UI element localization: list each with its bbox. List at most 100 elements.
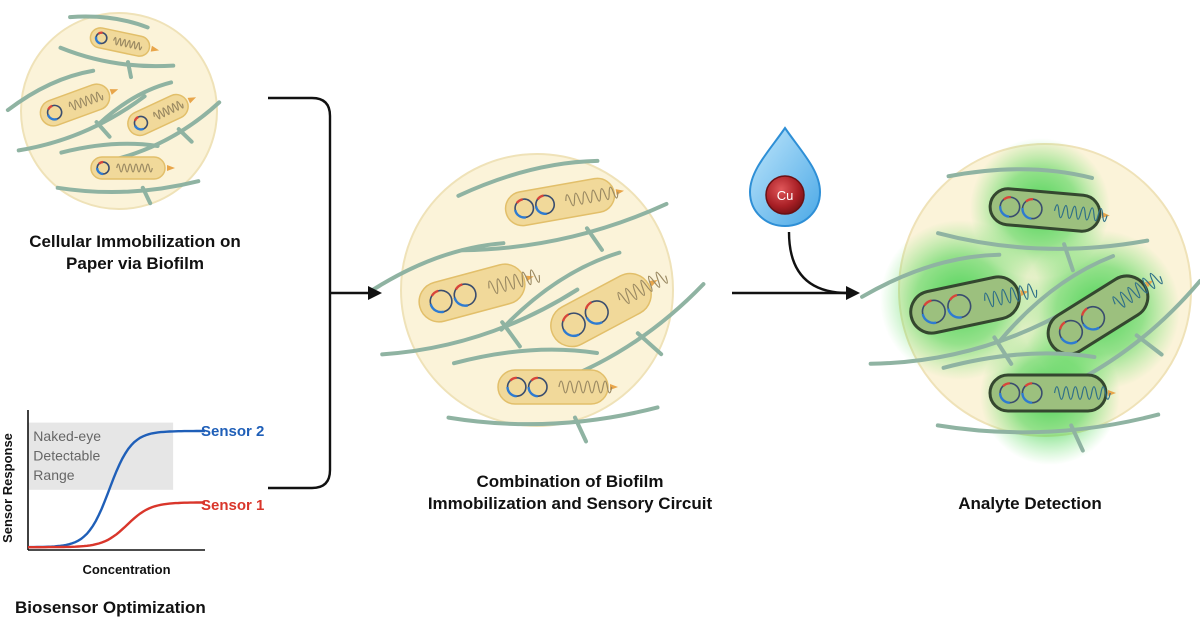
bacterium-cell — [58, 14, 176, 80]
plasmid-gene-segment — [133, 115, 139, 122]
x-axis-label: Concentration — [82, 562, 170, 577]
chromosome-dna — [558, 380, 613, 394]
plasmid-gene-segment — [527, 386, 538, 398]
chromosome-dna — [1112, 272, 1163, 308]
bacterium-cell — [860, 252, 1075, 366]
plasmid-gene-segment — [1002, 196, 1011, 201]
band-label-line-2: Detectable — [33, 447, 100, 463]
plasmid-gene-segment — [1002, 382, 1010, 388]
plasmid-gene-segment — [514, 209, 527, 219]
plasmid-gene-segment — [585, 316, 603, 325]
copper-droplet: Cu — [748, 126, 822, 228]
plasmid-gene-segment — [1025, 197, 1034, 203]
plasmid-gene-segment — [509, 376, 517, 382]
biofilm-fiber — [176, 127, 194, 144]
pilus-tip — [109, 89, 119, 95]
pilus-tip — [167, 165, 175, 171]
arrow-right-icon — [846, 286, 860, 300]
plasmid-gene-segment — [1021, 392, 1033, 404]
biofilm-fiber — [96, 80, 174, 127]
biofilm-fiber — [456, 158, 600, 198]
chromosome-dna — [488, 269, 541, 295]
bacterium-cell — [96, 80, 222, 163]
plasmid-icon — [561, 312, 586, 337]
biofilm-fiber — [946, 167, 1094, 180]
plasmid-gene-segment — [429, 303, 445, 314]
biofilm-fiber — [860, 252, 1002, 299]
plasmid-gene-segment — [998, 392, 1010, 404]
plasmid-icon — [453, 283, 477, 307]
biofilm-fiber — [125, 60, 133, 80]
y-axis-label: Sensor Response — [0, 433, 15, 543]
bacterium-cell — [456, 158, 669, 253]
plasmid-icon — [1058, 319, 1084, 345]
bacterium-cell — [368, 241, 580, 357]
chromosome-dna — [68, 91, 104, 111]
chromosome-dna — [113, 36, 143, 51]
chromosome-dna — [116, 163, 153, 173]
biofilm-fiber — [935, 412, 1161, 435]
biofilm-fiber — [573, 415, 588, 444]
plasmid-gene-segment — [506, 386, 517, 398]
combination-caption: Combination of Biofilm Immobilization an… — [427, 472, 713, 513]
chromosome-dna — [1053, 386, 1111, 400]
pilus-tip — [187, 97, 197, 104]
sensor-response-chart: Naked-eye Detectable Range Sensor 2 Sens… — [0, 410, 264, 577]
bacterium-cell — [5, 68, 147, 153]
biofilm-fiber — [868, 305, 1075, 366]
plasmid-gene-segment — [515, 198, 523, 204]
plasmid-gene-segment — [948, 293, 958, 301]
bacterium-cell — [935, 351, 1161, 453]
bacterium-cell — [55, 141, 201, 206]
biofilm-fiber — [5, 68, 96, 113]
biofilm-fiber — [941, 351, 1097, 370]
immobilization-panel — [5, 12, 222, 210]
plasmid-gene-segment — [923, 299, 932, 307]
band-label-line-3: Range — [33, 467, 74, 483]
immobilization-caption: Cellular Immobilization on Paper via Bio… — [29, 232, 241, 273]
biofilm-fiber — [499, 250, 622, 332]
biofilm-fiber — [368, 241, 506, 294]
biofilm-fiber — [936, 231, 1150, 251]
arrow-right-icon — [368, 286, 382, 300]
sensor-2-label: Sensor 2 — [201, 423, 264, 440]
merge-bracket — [268, 96, 332, 490]
plasmid-gene-segment — [530, 376, 538, 382]
biofilm-fiber — [446, 405, 660, 427]
immobilization-circle — [20, 12, 218, 210]
chromosome-dna — [617, 271, 668, 305]
plasmid-gene-segment — [999, 205, 1010, 218]
biofilm-fiber — [58, 45, 176, 69]
pilus-tip — [1101, 211, 1110, 218]
plasmid-gene-segment — [561, 313, 570, 322]
plasmid-gene-segment — [454, 283, 463, 291]
cell-body — [504, 177, 616, 227]
plasmid-gene-segment — [1021, 207, 1032, 220]
plasmid-gene-segment — [562, 329, 580, 338]
combination-panel — [368, 153, 706, 444]
plasmid-gene-segment — [1024, 382, 1033, 388]
chromosome-dna — [565, 186, 619, 207]
analyte-symbol: Cu — [777, 188, 794, 203]
cell-body — [988, 187, 1102, 233]
biofilm-fiber — [16, 94, 147, 153]
plasmid-gene-segment — [98, 160, 104, 165]
plasmid-gene-segment — [1060, 337, 1078, 345]
chromosome-dna — [153, 100, 184, 120]
biofilm-fiber — [1062, 242, 1075, 273]
chromosome-dna — [984, 283, 1038, 308]
biofilm-fiber — [635, 331, 664, 357]
sensor-1-label: Sensor 1 — [201, 497, 264, 514]
biofilm-fiber — [584, 226, 604, 252]
plasmid-icon — [1021, 198, 1043, 220]
biofilm-fiber — [1134, 333, 1164, 357]
band-label-line-1: Naked-eye — [33, 428, 101, 444]
plasmid-icon — [921, 299, 946, 324]
detection-caption: Analyte Detection — [958, 494, 1102, 513]
copper-ion-icon — [765, 175, 805, 215]
bacterium-cell — [446, 347, 660, 444]
sensor-1-curve — [28, 501, 205, 549]
plasmid-gene-segment — [47, 104, 53, 111]
chromosome-dna — [1053, 204, 1108, 223]
